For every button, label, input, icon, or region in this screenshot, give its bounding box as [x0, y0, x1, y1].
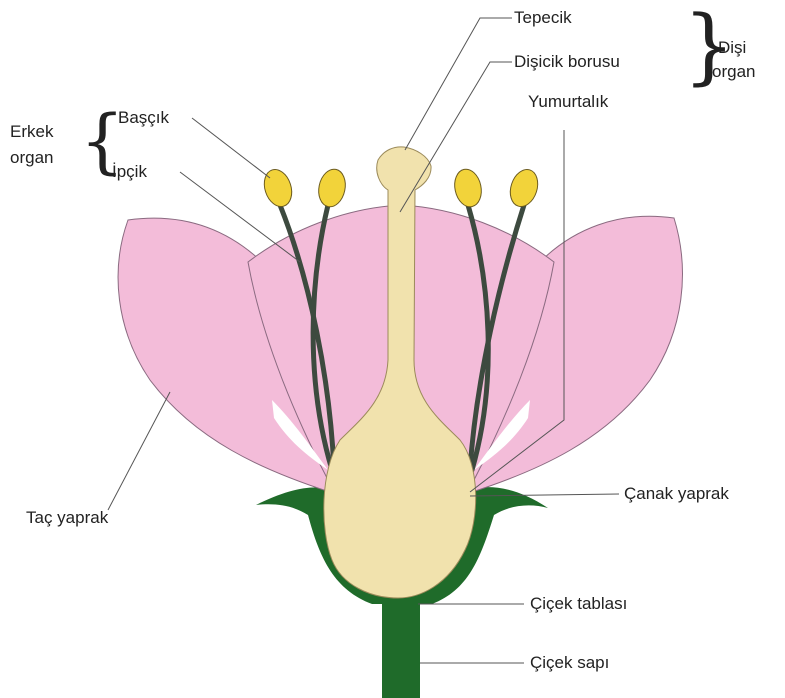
label-erkek: Erkek — [10, 122, 53, 142]
label-bascik: Başçık — [118, 108, 169, 128]
label-disi-organ: organ — [712, 62, 755, 82]
flower-stalk — [382, 598, 420, 698]
label-canak-yaprak: Çanak yaprak — [624, 484, 729, 504]
label-yumurtalik: Yumurtalık — [528, 92, 608, 112]
label-disicik-borusu: Dişicik borusu — [514, 52, 620, 72]
label-tac-yaprak: Taç yaprak — [26, 508, 108, 528]
label-ipcik: İpçik — [112, 162, 147, 182]
label-tepecik: Tepecik — [514, 8, 572, 28]
label-erkek-organ: organ — [10, 148, 53, 168]
label-cicek-tablasi: Çiçek tablası — [530, 594, 627, 614]
label-disi: Dişi — [718, 38, 746, 58]
label-cicek-sapi: Çiçek sapı — [530, 653, 609, 673]
